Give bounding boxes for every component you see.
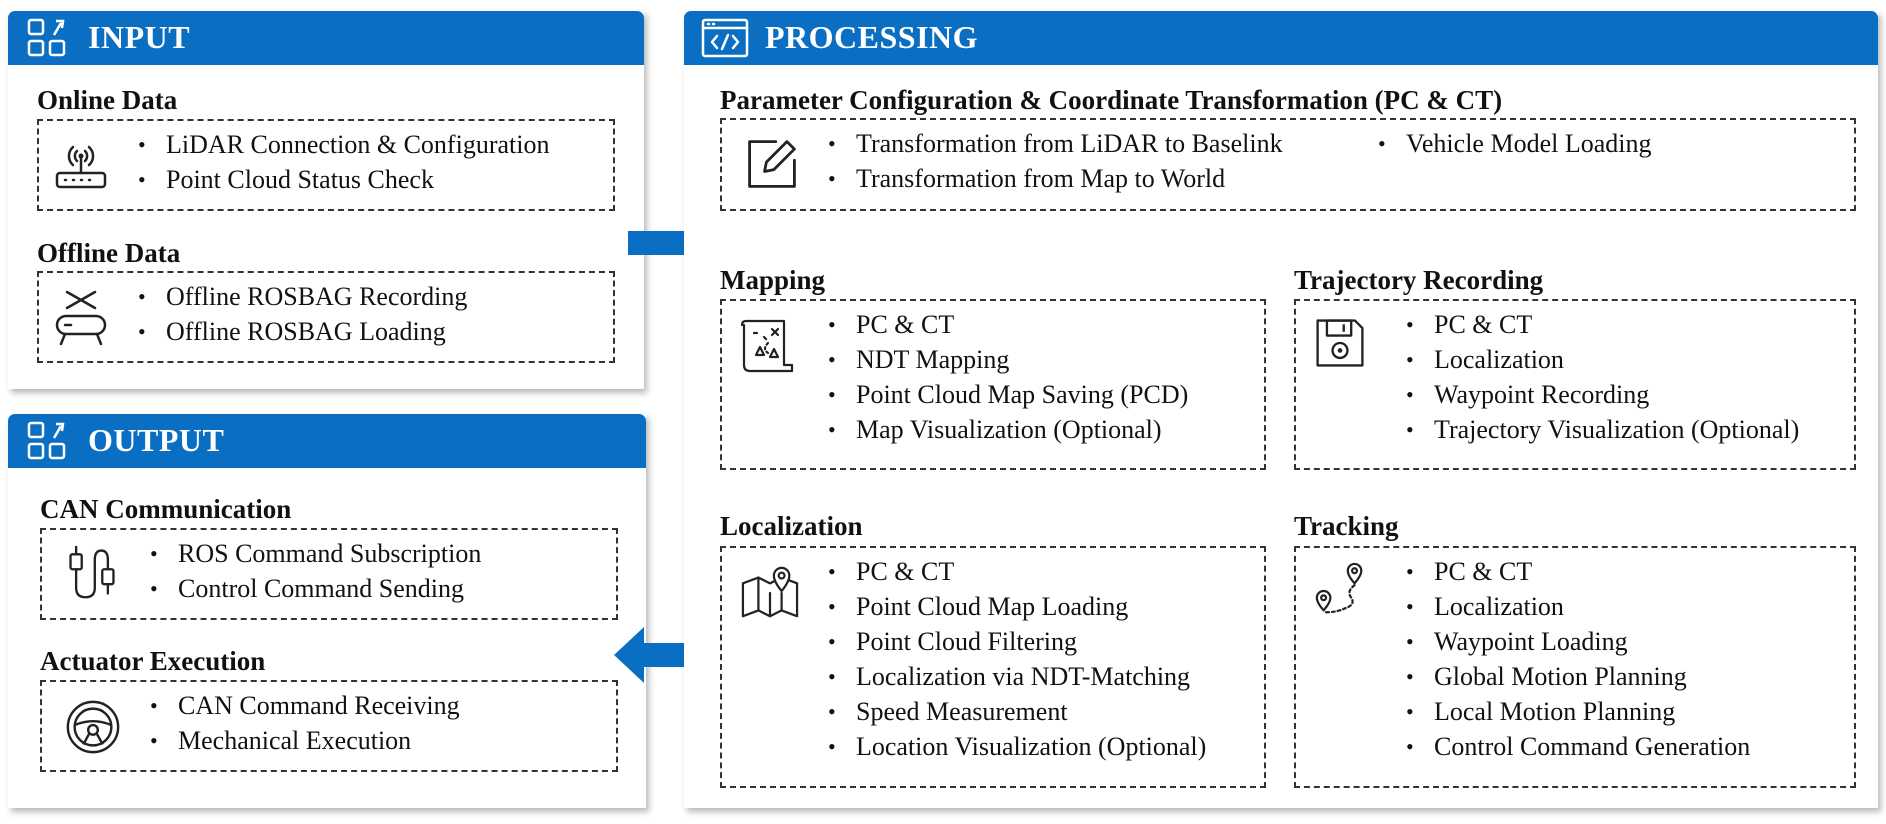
list-item: Speed Measurement [826, 694, 1206, 729]
list-item: Waypoint Recording [1404, 377, 1799, 412]
pcct-list-col1: Transformation from LiDAR to Baselink Tr… [826, 126, 1283, 196]
list-item: LiDAR Connection & Configuration [136, 127, 549, 162]
input-header: INPUT [8, 11, 644, 65]
list-item: Trajectory Visualization (Optional) [1404, 412, 1799, 447]
list-item: NDT Mapping [826, 342, 1188, 377]
code-window-icon [701, 18, 749, 58]
tracking-title: Tracking [1294, 511, 1399, 541]
online-data-title: Online Data [37, 85, 178, 115]
pcct-box: Transformation from LiDAR to Baselink Tr… [720, 118, 1856, 211]
list-item: Map Visualization (Optional) [826, 412, 1188, 447]
list-item: ROS Command Subscription [148, 536, 481, 571]
actuator-execution-list: CAN Command Receiving Mechanical Executi… [148, 688, 460, 758]
map-pin-icon [741, 566, 799, 618]
edit-icon [748, 140, 796, 188]
list-item: Offline ROSBAG Recording [136, 279, 467, 314]
list-item: Point Cloud Filtering [826, 624, 1206, 659]
floppy-disk-icon [1316, 319, 1364, 367]
pcct-title: Parameter Configuration & Coordinate Tra… [720, 85, 1503, 115]
app-grid-icon [27, 421, 66, 460]
list-item: Waypoint Loading [1404, 624, 1750, 659]
tracking-list: PC & CT Localization Waypoint Loading Gl… [1404, 554, 1750, 764]
offline-data-box: Offline ROSBAG Recording Offline ROSBAG … [37, 271, 615, 363]
list-item: Control Command Sending [148, 571, 481, 606]
list-item: Location Visualization (Optional) [826, 729, 1206, 764]
arrow-left-icon [614, 627, 700, 683]
processing-panel: PROCESSING Parameter Configuration & Coo… [684, 11, 1878, 808]
trajectory-recording-title: Trajectory Recording [1294, 265, 1544, 295]
list-item: PC & CT [1404, 307, 1799, 342]
trajectory-recording-list: PC & CT Localization Waypoint Recording … [1404, 307, 1799, 447]
list-item: Vehicle Model Loading [1376, 126, 1652, 161]
list-item: Offline ROSBAG Loading [136, 314, 467, 349]
mapping-box: PC & CT NDT Mapping Point Cloud Map Savi… [720, 299, 1266, 470]
can-communication-box: ROS Command Subscription Control Command… [40, 528, 618, 620]
online-data-box: LiDAR Connection & Configuration Point C… [37, 119, 615, 211]
list-item: PC & CT [826, 307, 1188, 342]
input-title: INPUT [88, 19, 191, 55]
treasure-map-icon [740, 319, 794, 373]
mapping-list: PC & CT NDT Mapping Point Cloud Map Savi… [826, 307, 1188, 447]
list-item: Localization [1404, 342, 1799, 377]
list-item: Global Motion Planning [1404, 659, 1750, 694]
list-item: Mechanical Execution [148, 723, 460, 758]
route-icon [1315, 562, 1363, 614]
mapping-title: Mapping [720, 265, 826, 295]
storage-icon [55, 290, 107, 346]
list-item: Point Cloud Status Check [136, 162, 549, 197]
list-item: PC & CT [826, 554, 1206, 589]
can-communication-title: CAN Communication [40, 494, 292, 524]
list-item: Localization via NDT-Matching [826, 659, 1206, 694]
can-communication-list: ROS Command Subscription Control Command… [148, 536, 481, 606]
router-icon [55, 145, 107, 189]
actuator-execution-box: CAN Command Receiving Mechanical Executi… [40, 680, 618, 772]
steering-wheel-icon [66, 700, 120, 754]
localization-list: PC & CT Point Cloud Map Loading Point Cl… [826, 554, 1206, 764]
list-item: Local Motion Planning [1404, 694, 1750, 729]
processing-title: PROCESSING [765, 19, 979, 55]
output-title: OUTPUT [88, 422, 225, 458]
online-data-list: LiDAR Connection & Configuration Point C… [136, 127, 549, 197]
list-item: Localization [1404, 589, 1750, 624]
actuator-execution-title: Actuator Execution [40, 646, 266, 676]
list-item: CAN Command Receiving [148, 688, 460, 723]
output-header: OUTPUT [8, 414, 646, 468]
input-panel: INPUT Online Data LiDAR Connection & Con… [8, 11, 644, 389]
pcct-list-col2: Vehicle Model Loading [1376, 126, 1652, 161]
processing-header: PROCESSING [684, 11, 1878, 65]
list-item: Control Command Generation [1404, 729, 1750, 764]
list-item: Transformation from LiDAR to Baselink [826, 126, 1283, 161]
app-grid-icon [27, 18, 66, 57]
output-panel: OUTPUT CAN Communication ROS Command Sub… [8, 414, 646, 808]
list-item: Transformation from Map to World [826, 161, 1283, 196]
offline-data-title: Offline Data [37, 238, 181, 268]
list-item: Point Cloud Map Loading [826, 589, 1206, 624]
list-item: PC & CT [1404, 554, 1750, 589]
localization-title: Localization [720, 511, 863, 541]
trajectory-recording-box: PC & CT Localization Waypoint Recording … [1294, 299, 1856, 470]
list-item: Point Cloud Map Saving (PCD) [826, 377, 1188, 412]
localization-box: PC & CT Point Cloud Map Loading Point Cl… [720, 546, 1266, 788]
cable-icon [69, 545, 115, 599]
offline-data-list: Offline ROSBAG Recording Offline ROSBAG … [136, 279, 467, 349]
tracking-box: PC & CT Localization Waypoint Loading Gl… [1294, 546, 1856, 788]
